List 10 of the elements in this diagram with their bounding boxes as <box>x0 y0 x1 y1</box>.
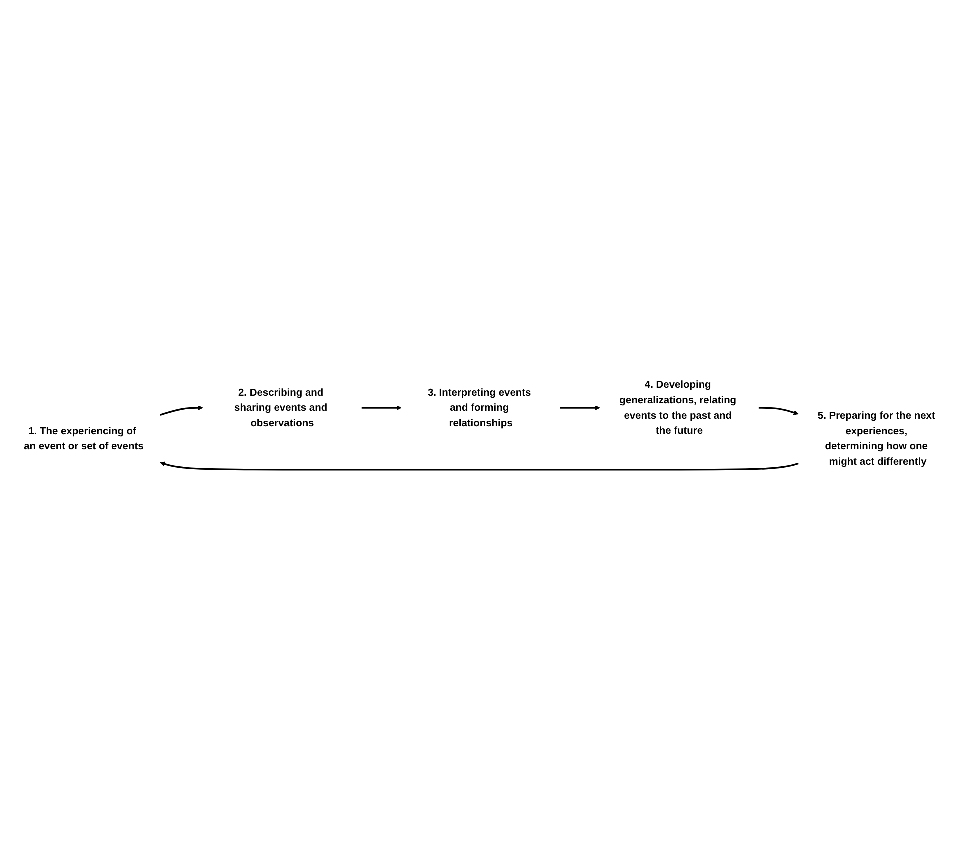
node-text: 3. Interpreting events and forming relationships <box>428 386 532 429</box>
arrow <box>560 406 600 411</box>
arrow <box>160 462 799 471</box>
node-text: 5. Preparing for the next experiences, determining how one might act differently <box>818 410 936 468</box>
arrow <box>362 406 402 411</box>
node-text: 4. Developing generalizations, relating events to the past and the future <box>620 379 737 436</box>
node-text: 1. The experiencing of an event or set of events <box>24 425 144 452</box>
arrow <box>758 407 799 416</box>
node-text: 2. Describing and sharing events and observations <box>234 386 328 429</box>
arrow <box>160 406 204 416</box>
